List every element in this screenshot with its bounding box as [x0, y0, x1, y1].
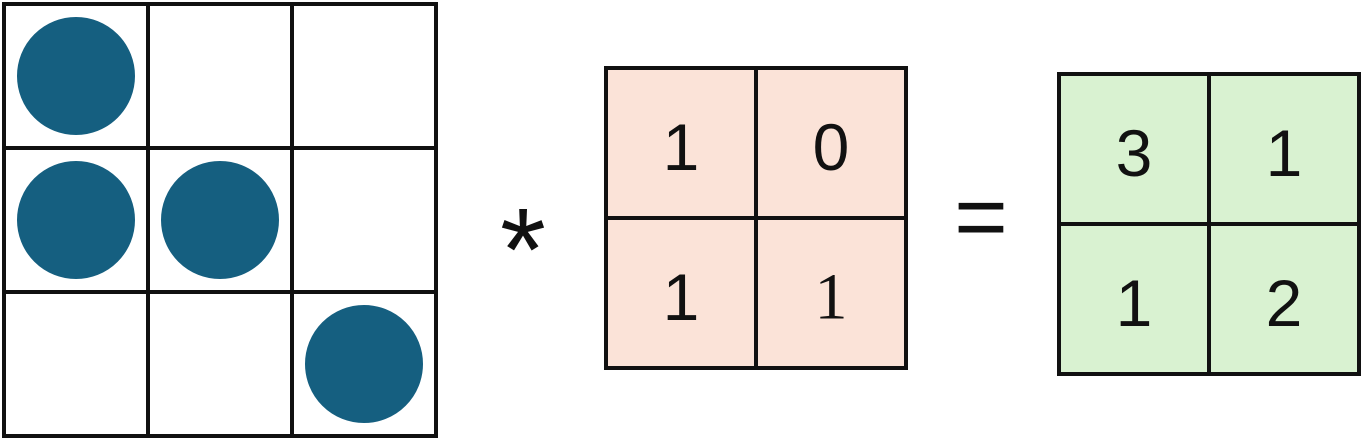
input-dots — [13, 13, 427, 427]
kernel-cell — [754, 216, 908, 370]
equals-operator: = — [954, 166, 1008, 268]
kernel-grid: 1 0 1 1 — [604, 66, 908, 370]
input-dot — [301, 301, 427, 427]
input-dot — [13, 157, 139, 283]
input-cell — [146, 290, 294, 438]
kernel-value: 1 — [663, 110, 700, 184]
output-value: 1 — [1266, 116, 1303, 190]
convolution-operator: * — [500, 184, 546, 316]
output-cell — [1207, 222, 1361, 376]
output-value: 3 — [1116, 116, 1153, 190]
input-dot — [157, 157, 283, 283]
input-dot — [13, 13, 139, 139]
kernel-value: 1 — [663, 260, 700, 334]
kernel-cell — [604, 66, 758, 220]
input-grid — [2, 2, 438, 438]
input-cell — [290, 146, 438, 294]
input-cell — [2, 290, 150, 438]
input-cell — [290, 2, 438, 150]
input-cell — [290, 290, 438, 438]
output-cell — [1207, 72, 1361, 226]
input-cell — [146, 2, 294, 150]
output-value: 2 — [1266, 266, 1303, 340]
kernel-value: 1 — [815, 261, 848, 334]
kernel-value: 0 — [813, 110, 850, 184]
output-value: 1 — [1116, 266, 1153, 340]
output-grid: 3 1 1 2 — [1057, 72, 1361, 376]
